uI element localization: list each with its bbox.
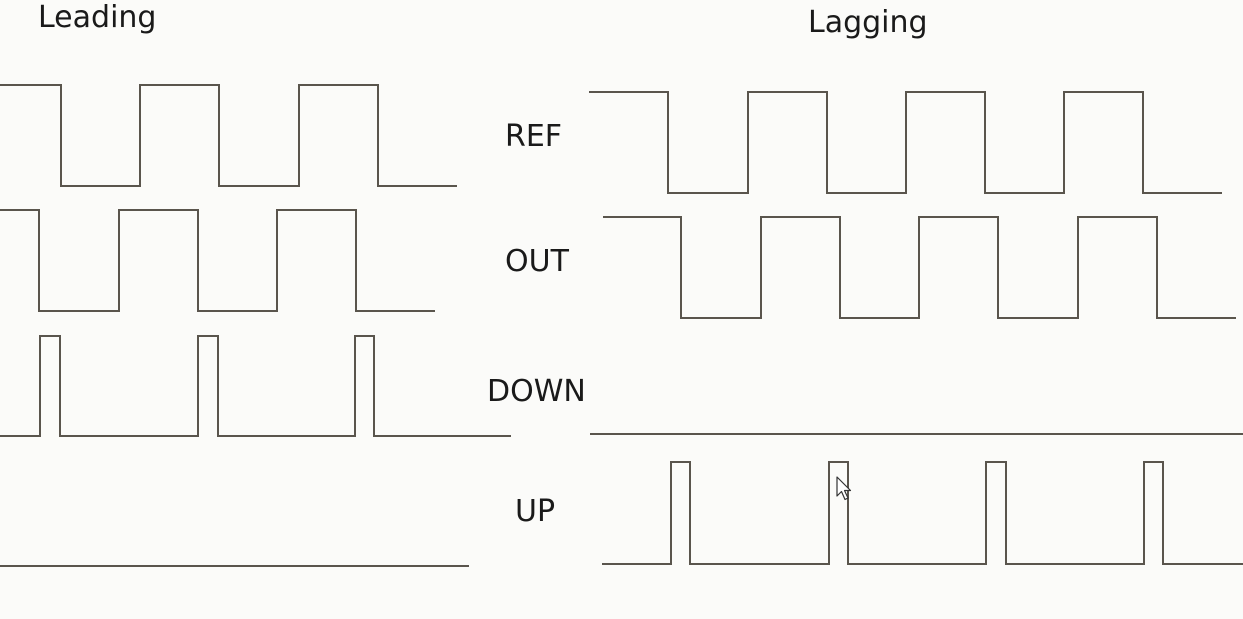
leading-out-waveform (0, 209, 435, 312)
lagging-title: Lagging (808, 5, 928, 40)
lagging-up-waveform (602, 461, 1243, 565)
leading-down-waveform (0, 335, 511, 437)
signal-label-out: OUT (505, 244, 569, 279)
lagging-out-waveform (603, 216, 1236, 319)
leading-title: Leading (38, 0, 157, 35)
signal-label-ref: REF (505, 119, 563, 154)
signal-label-down: DOWN (487, 374, 586, 409)
leading-ref-waveform (0, 84, 457, 187)
mouse-pointer-icon (836, 476, 852, 501)
lagging-ref-waveform (589, 91, 1222, 194)
signal-label-up: UP (515, 494, 556, 529)
